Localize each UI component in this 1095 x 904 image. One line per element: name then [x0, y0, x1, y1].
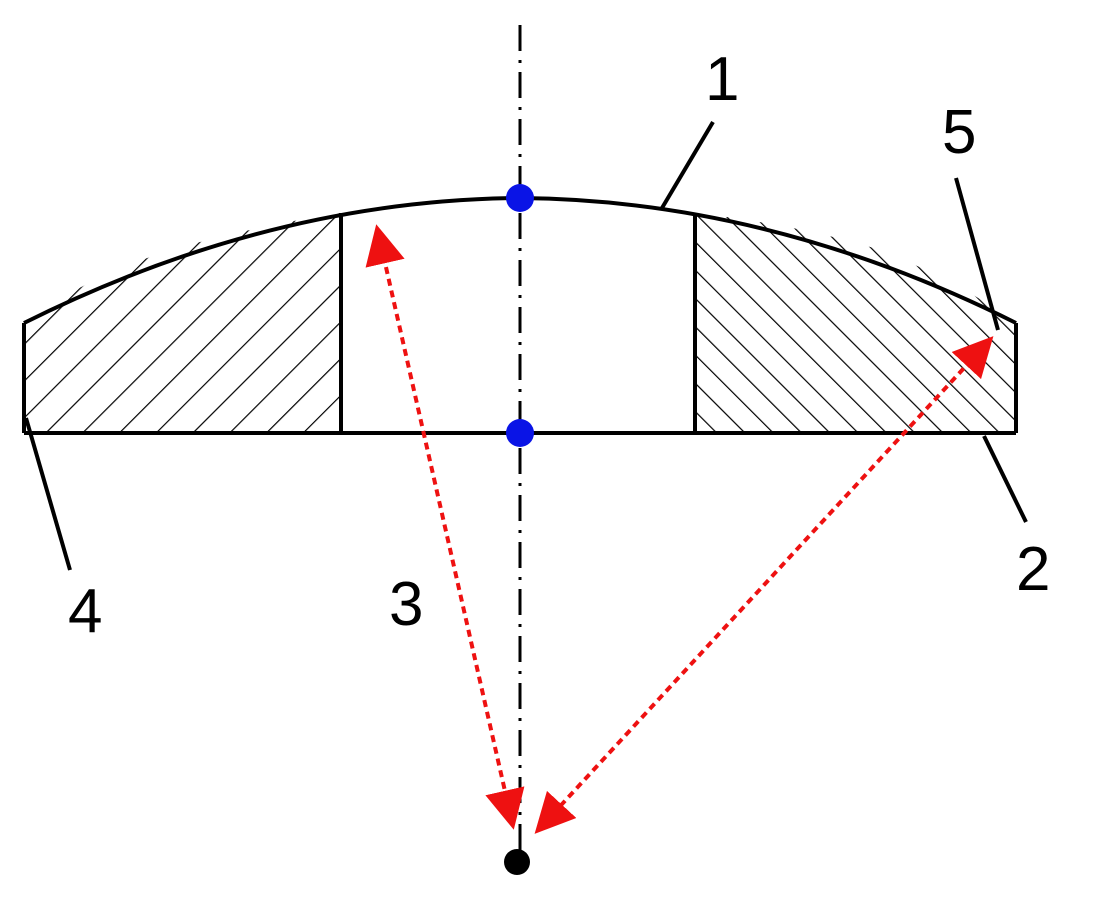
callout-label-4: 4	[68, 577, 102, 646]
base-center-point-icon	[506, 419, 534, 447]
leader-line-5	[954, 177, 1000, 331]
callout-label-1: 1	[705, 45, 739, 114]
leader-line-1	[660, 120, 715, 210]
callout-label-3: 3	[389, 570, 423, 639]
radius-arrow-right	[534, 336, 994, 834]
left-hatched-section	[24, 213, 341, 433]
callout-label-5: 5	[942, 98, 976, 167]
right-hatched-section	[695, 213, 1016, 433]
leader-line-2	[982, 435, 1028, 523]
vertex-point-icon	[506, 184, 534, 212]
leader-line-4	[24, 417, 72, 571]
focus-point-icon	[504, 849, 530, 875]
callout-label-2: 2	[1016, 535, 1050, 604]
radius-arrow-left	[365, 224, 525, 830]
